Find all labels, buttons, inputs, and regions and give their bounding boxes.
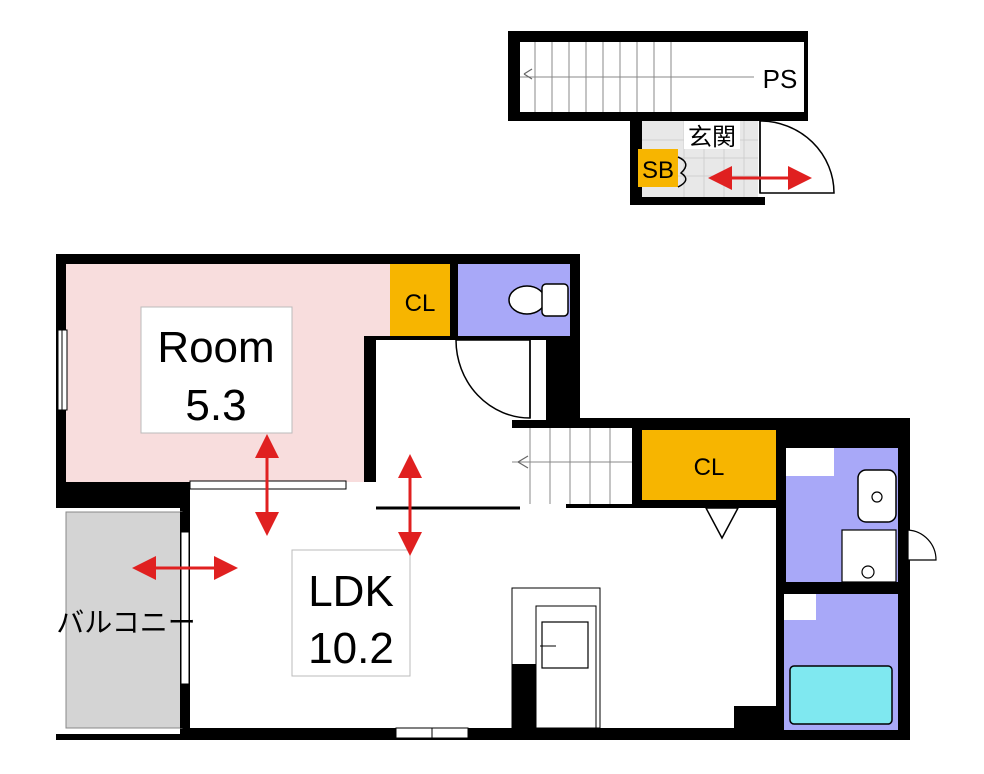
- upper-stair-arrow-icon: [523, 68, 533, 80]
- hall-closet: [642, 430, 776, 500]
- toilet-door-swing-icon: [455, 339, 531, 419]
- ps-shaft: [754, 42, 804, 112]
- shoe-box-label: SB: [642, 157, 674, 184]
- hall-closet-label: CL: [694, 454, 725, 481]
- ldk-label-box: LDK 10.2: [291, 549, 411, 677]
- upper-unit: PS 玄関 SB: [508, 31, 835, 205]
- room-size: 5.3: [185, 381, 246, 430]
- kitchen: [511, 587, 601, 729]
- entrance-label: 玄関: [688, 124, 736, 151]
- washroom-wall: [780, 440, 786, 590]
- room-name: Room: [157, 323, 274, 372]
- upper-stair-treads: [520, 42, 754, 112]
- ldk-name: LDK: [308, 567, 394, 616]
- entrance-door-swing-icon: [759, 120, 835, 194]
- lower-stair-arrow-icon: [517, 455, 529, 469]
- room-closet-label: CL: [405, 290, 436, 317]
- balcony-label: バルコニー: [56, 607, 195, 638]
- hall-partition-wall: [546, 340, 580, 420]
- entrance-label-box: [684, 121, 740, 149]
- ldk-size: 10.2: [308, 624, 394, 673]
- ldk-pillar: [734, 706, 776, 728]
- shoe-box: [638, 149, 678, 187]
- bathtub-icon: [789, 665, 893, 725]
- ldk-floor: [190, 508, 776, 728]
- washing-machine-icon: [841, 529, 897, 583]
- washroom-notch: [784, 448, 834, 476]
- lower-stair-treads: [512, 428, 632, 504]
- washroom-door-icon: [907, 529, 937, 561]
- balcony-sliding-window: [180, 531, 190, 685]
- ps-label: PS: [763, 64, 798, 94]
- room-closet: [390, 264, 450, 336]
- toilet-icon: [508, 283, 569, 317]
- room-label-box: Room 5.3: [140, 306, 293, 434]
- balcony-floor: [65, 511, 183, 729]
- closet-door-icon: [704, 507, 740, 540]
- bath-door-notch: [784, 594, 816, 620]
- lower-stair-wall: [512, 420, 632, 428]
- shoe-box-door-icon: [677, 156, 687, 188]
- washbasin-icon: [857, 469, 897, 523]
- sink-icon: [541, 621, 589, 669]
